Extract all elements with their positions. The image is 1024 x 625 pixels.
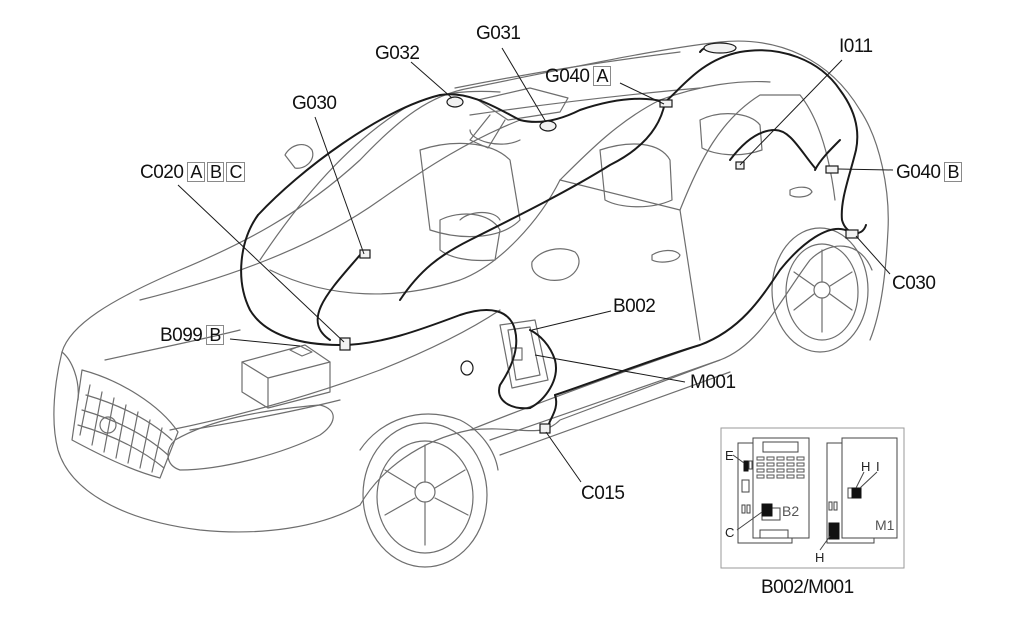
callout-c030: C030 [892, 273, 936, 294]
rear-wheel [771, 227, 869, 353]
connector-g040b [825, 165, 839, 174]
inset-diagram [720, 427, 905, 569]
inset-title: B002/M001 [761, 577, 854, 598]
callout-code: C020 [140, 162, 184, 183]
roof-console [469, 87, 569, 149]
connector-i011 [735, 161, 745, 170]
inset-module-m1: M1 [875, 517, 895, 533]
callout-code: G030 [292, 93, 337, 114]
callout-code: C015 [581, 483, 625, 504]
connector-c020 [339, 337, 351, 351]
callout-code: C030 [892, 273, 936, 294]
inset-letter-h-bottom: H [815, 550, 825, 565]
callout-g032: G032 [375, 43, 420, 64]
inset-letter-h-top: H [861, 459, 871, 474]
roof-light [703, 42, 737, 54]
connector-c015 [539, 423, 551, 434]
callout-m001: M001 [690, 373, 736, 393]
callout-b002: B002 [613, 296, 656, 317]
callout-i011: I011 [839, 37, 873, 57]
variant-box: B [944, 162, 962, 182]
callout-code: B002 [613, 296, 656, 317]
car-body [53, 40, 889, 533]
callout-code: G040 [896, 162, 941, 183]
battery [241, 344, 331, 409]
connector-g032 [446, 96, 464, 108]
variant-box: A [593, 66, 611, 86]
inset-letter-c: C [725, 525, 735, 540]
inset-letter-i: I [876, 459, 880, 474]
callout-code: M001 [690, 372, 736, 393]
callout-code: G040 [545, 66, 590, 87]
variant-box: C [226, 162, 245, 182]
callout-code: G031 [476, 23, 521, 44]
connector-g031 [539, 120, 557, 132]
connector-c030 [845, 229, 859, 239]
callout-code: G032 [375, 43, 420, 64]
b002-module [499, 319, 549, 389]
grommet [460, 360, 474, 376]
callout-g030: G030 [292, 93, 337, 114]
variant-box: A [187, 162, 205, 182]
front-wheel [359, 413, 499, 568]
callout-code: B099 [160, 325, 203, 346]
inset-module-b2: B2 [782, 503, 800, 519]
connector-g030 [359, 249, 371, 259]
connector-g040a [659, 99, 673, 108]
callout-g031: G031 [476, 23, 521, 44]
interior-seats [419, 113, 763, 262]
inset-letter-e: E [725, 448, 734, 463]
callout-c015: C015 [581, 483, 625, 504]
variant-box: B [206, 325, 224, 345]
callout-code: I011 [839, 36, 873, 57]
variant-box: B [206, 162, 225, 182]
connectors [339, 42, 859, 434]
front-grille [71, 369, 179, 479]
leader-lines [177, 47, 894, 483]
